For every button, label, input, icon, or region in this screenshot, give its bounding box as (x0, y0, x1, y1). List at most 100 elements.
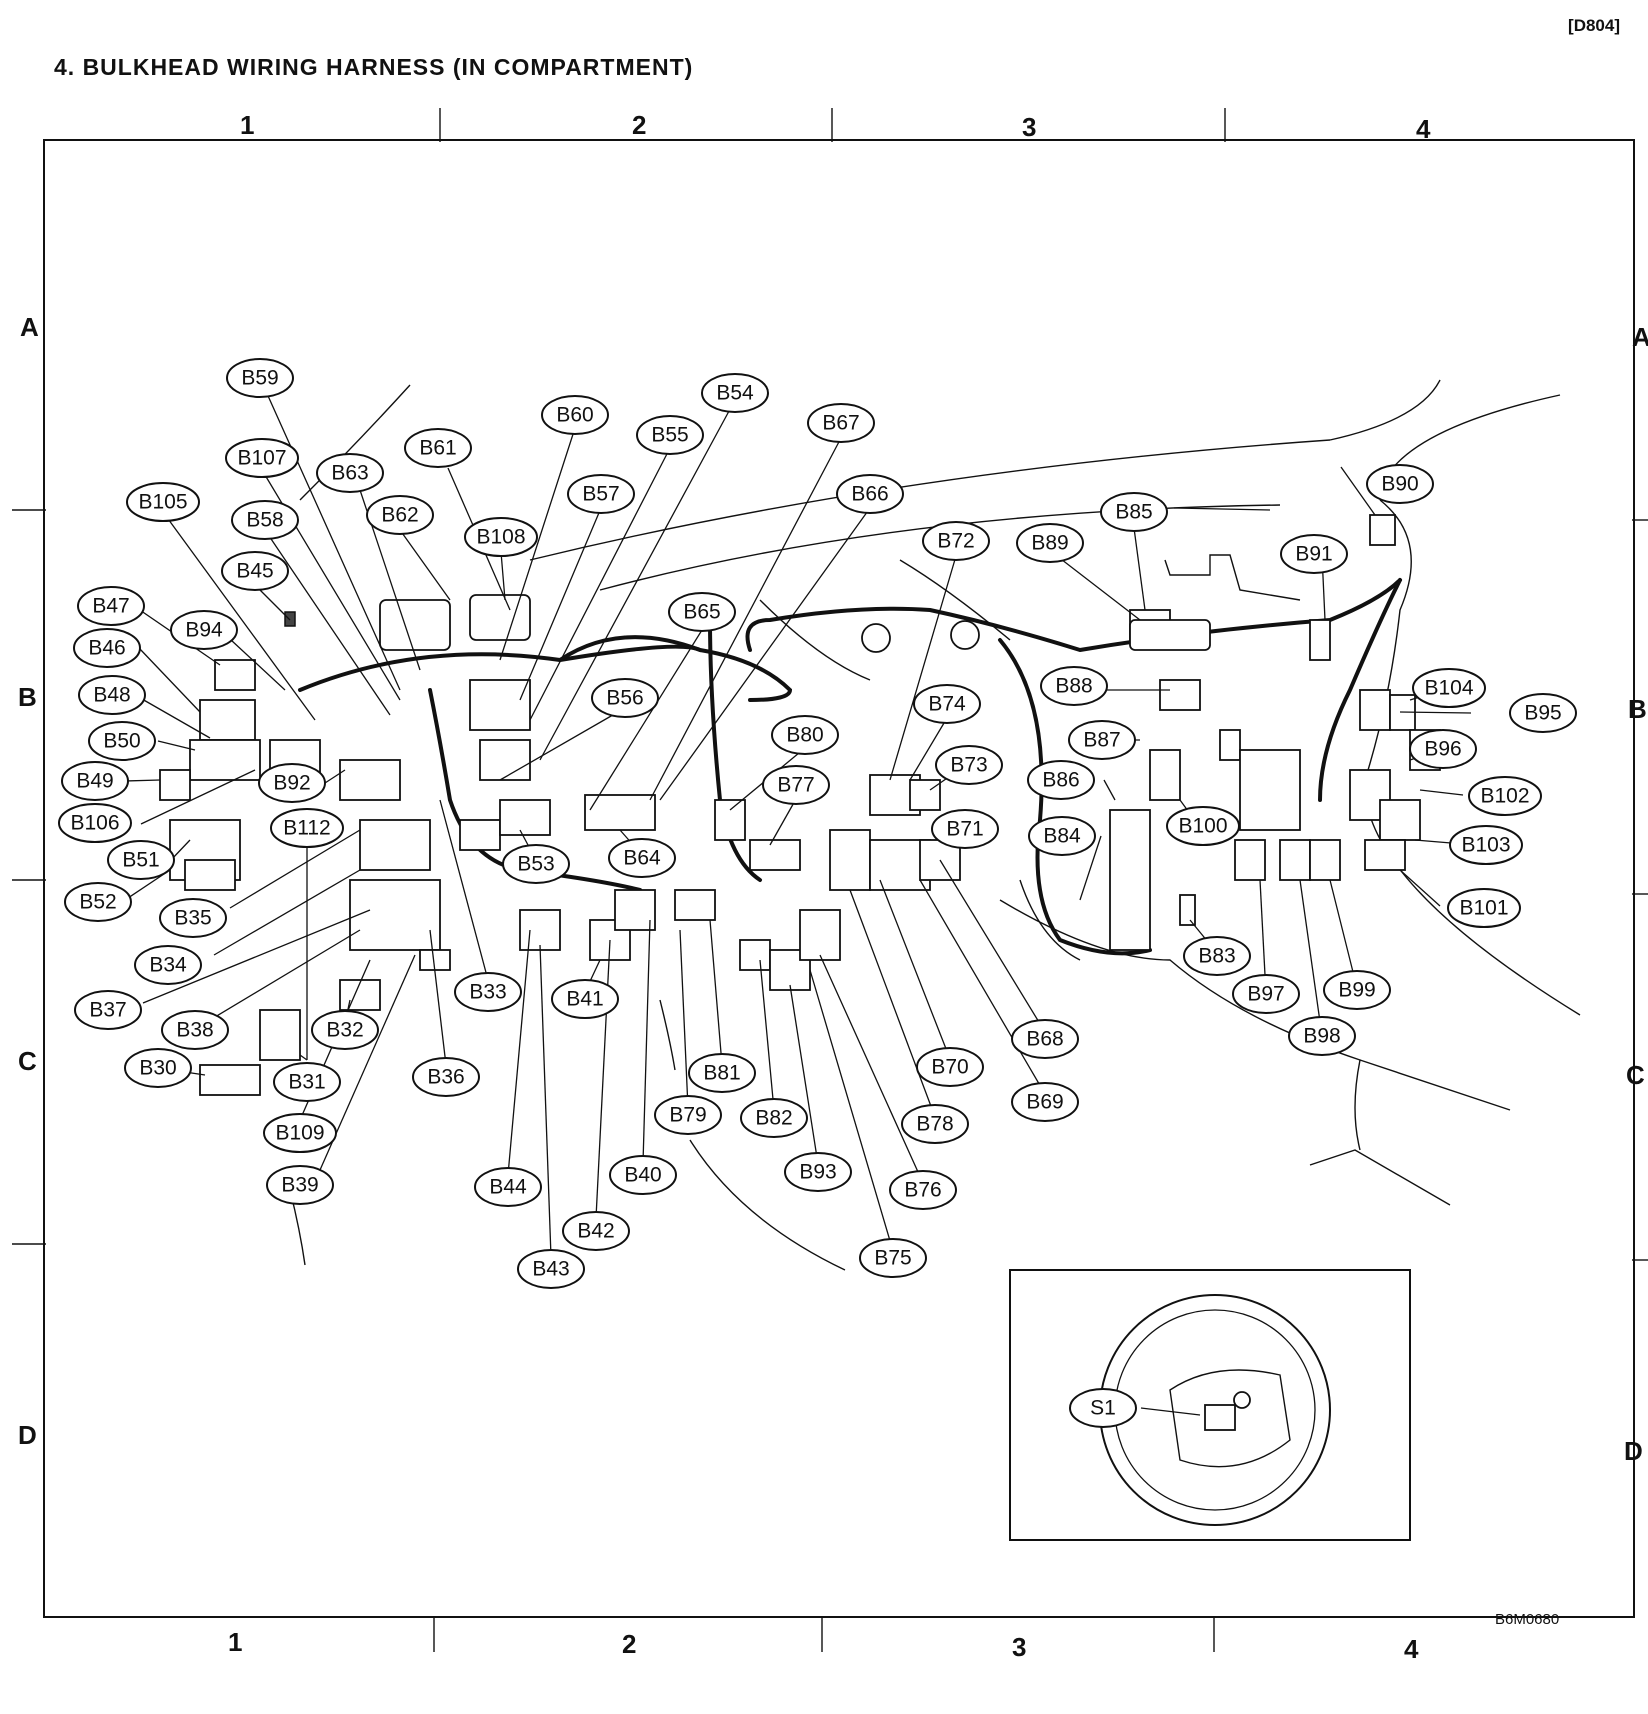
callout-label: B78 (916, 1113, 953, 1136)
callout-label: B31 (288, 1071, 325, 1094)
callout-bubble (1027, 760, 1095, 800)
document-code: [D804] (1568, 16, 1620, 35)
callout-bubble (502, 844, 570, 884)
callout-bubble (73, 628, 141, 668)
callout-bubble (913, 684, 981, 724)
callout-b107: B107 (225, 438, 299, 478)
callout-b104: B104 (1412, 668, 1486, 708)
callout-label: B88 (1055, 675, 1092, 698)
callout-bubble (412, 1057, 480, 1097)
callout-label: B85 (1115, 501, 1152, 524)
callout-label: B91 (1295, 543, 1332, 566)
callout-bubble (134, 945, 202, 985)
callout-bubble (77, 586, 145, 626)
callout-label: B43 (532, 1258, 569, 1281)
callout-bubble (935, 745, 1003, 785)
callout-b57: B57 (567, 474, 635, 514)
callout-label: B80 (786, 724, 823, 747)
callout-b65: B65 (668, 592, 736, 632)
grid-row-a-right: A (1632, 322, 1648, 352)
callout-bubble (889, 1170, 957, 1210)
callout-bubble (316, 453, 384, 493)
callout-label: B104 (1424, 677, 1473, 700)
callout-b88: B88 (1040, 666, 1108, 706)
callout-b108: B108 (464, 517, 538, 557)
callout-label: B109 (275, 1122, 324, 1145)
callout-b72: B72 (922, 521, 990, 561)
callout-b43: B43 (517, 1249, 585, 1289)
callout-bubble (366, 495, 434, 535)
callout-label: B48 (93, 684, 130, 707)
grid-column-1-bottom: 1 (228, 1627, 243, 1657)
callout-bubble (654, 1095, 722, 1135)
callout-label: B60 (556, 404, 593, 427)
callout-bubble (311, 1010, 379, 1050)
callout-b77: B77 (762, 765, 830, 805)
callout-b48: B48 (78, 675, 146, 715)
callout-label: B90 (1381, 473, 1418, 496)
callout-label: B76 (904, 1179, 941, 1202)
callout-b81: B81 (688, 1053, 756, 1093)
callout-b37: B37 (74, 990, 142, 1030)
callout-b31: B31 (273, 1062, 341, 1102)
grid-row-c-left: C (18, 1046, 37, 1076)
callout-bubble (226, 358, 294, 398)
callout-bubble (1068, 720, 1136, 760)
callout-label: B73 (950, 754, 987, 777)
callout-b69: B69 (1011, 1082, 1079, 1122)
callout-b100: B100 (1166, 806, 1240, 846)
callout-label: B93 (799, 1161, 836, 1184)
callout-bubble (701, 373, 769, 413)
callout-bubble (567, 474, 635, 514)
callout-bubble (1409, 729, 1477, 769)
callout-bubble (668, 592, 736, 632)
callout-b68: B68 (1011, 1019, 1079, 1059)
grid-column-3-bottom: 3 (1012, 1632, 1027, 1662)
callout-b49: B49 (61, 761, 129, 801)
callout-b82: B82 (740, 1098, 808, 1138)
callout-label: B42 (577, 1220, 614, 1243)
callout-bubble (1468, 776, 1542, 816)
callout-bubble (517, 1249, 585, 1289)
callout-b97: B97 (1232, 974, 1300, 1014)
callout-bubble (454, 972, 522, 1012)
callout-bubble (78, 675, 146, 715)
callout-label: B54 (716, 382, 754, 405)
callout-label: B67 (822, 412, 859, 435)
callout-bubble (916, 1047, 984, 1087)
callout-bubble (1449, 825, 1523, 865)
callout-bubble (161, 1010, 229, 1050)
leader-lines (121, 377, 1472, 1258)
callout-bubble (1069, 1388, 1137, 1428)
callout-b71: B71 (931, 809, 999, 849)
callout-b45: B45 (221, 551, 289, 591)
callout-b47: B47 (77, 586, 145, 626)
callout-b102: B102 (1468, 776, 1542, 816)
grid-column-2-top: 2 (632, 110, 647, 140)
grid-column-4-top: 4 (1416, 114, 1431, 144)
callout-label: B65 (683, 601, 720, 624)
grid-ticks (12, 108, 1648, 1652)
callout-b66: B66 (836, 474, 904, 514)
grid-row-d-left: D (18, 1420, 37, 1450)
callout-label: B38 (176, 1019, 213, 1042)
callout-b84: B84 (1028, 816, 1096, 856)
callout-bubble (464, 517, 538, 557)
callout-bubble (64, 882, 132, 922)
callout-bubble (258, 763, 326, 803)
callout-b30: B30 (124, 1048, 192, 1088)
callout-label: B39 (281, 1174, 318, 1197)
callout-label: B70 (931, 1056, 968, 1079)
callout-bubble (859, 1238, 927, 1278)
diagram-frame (43, 139, 1635, 1618)
callout-b80: B80 (771, 715, 839, 755)
callout-label: B84 (1043, 825, 1081, 848)
callout-bubble (1183, 936, 1251, 976)
callout-bubble (273, 1062, 341, 1102)
callout-bubble (608, 838, 676, 878)
callout-b35: B35 (159, 898, 227, 938)
callout-b73: B73 (935, 745, 1003, 785)
callout-bubble (1040, 666, 1108, 706)
callout-b89: B89 (1016, 523, 1084, 563)
callout-label: B57 (582, 483, 619, 506)
